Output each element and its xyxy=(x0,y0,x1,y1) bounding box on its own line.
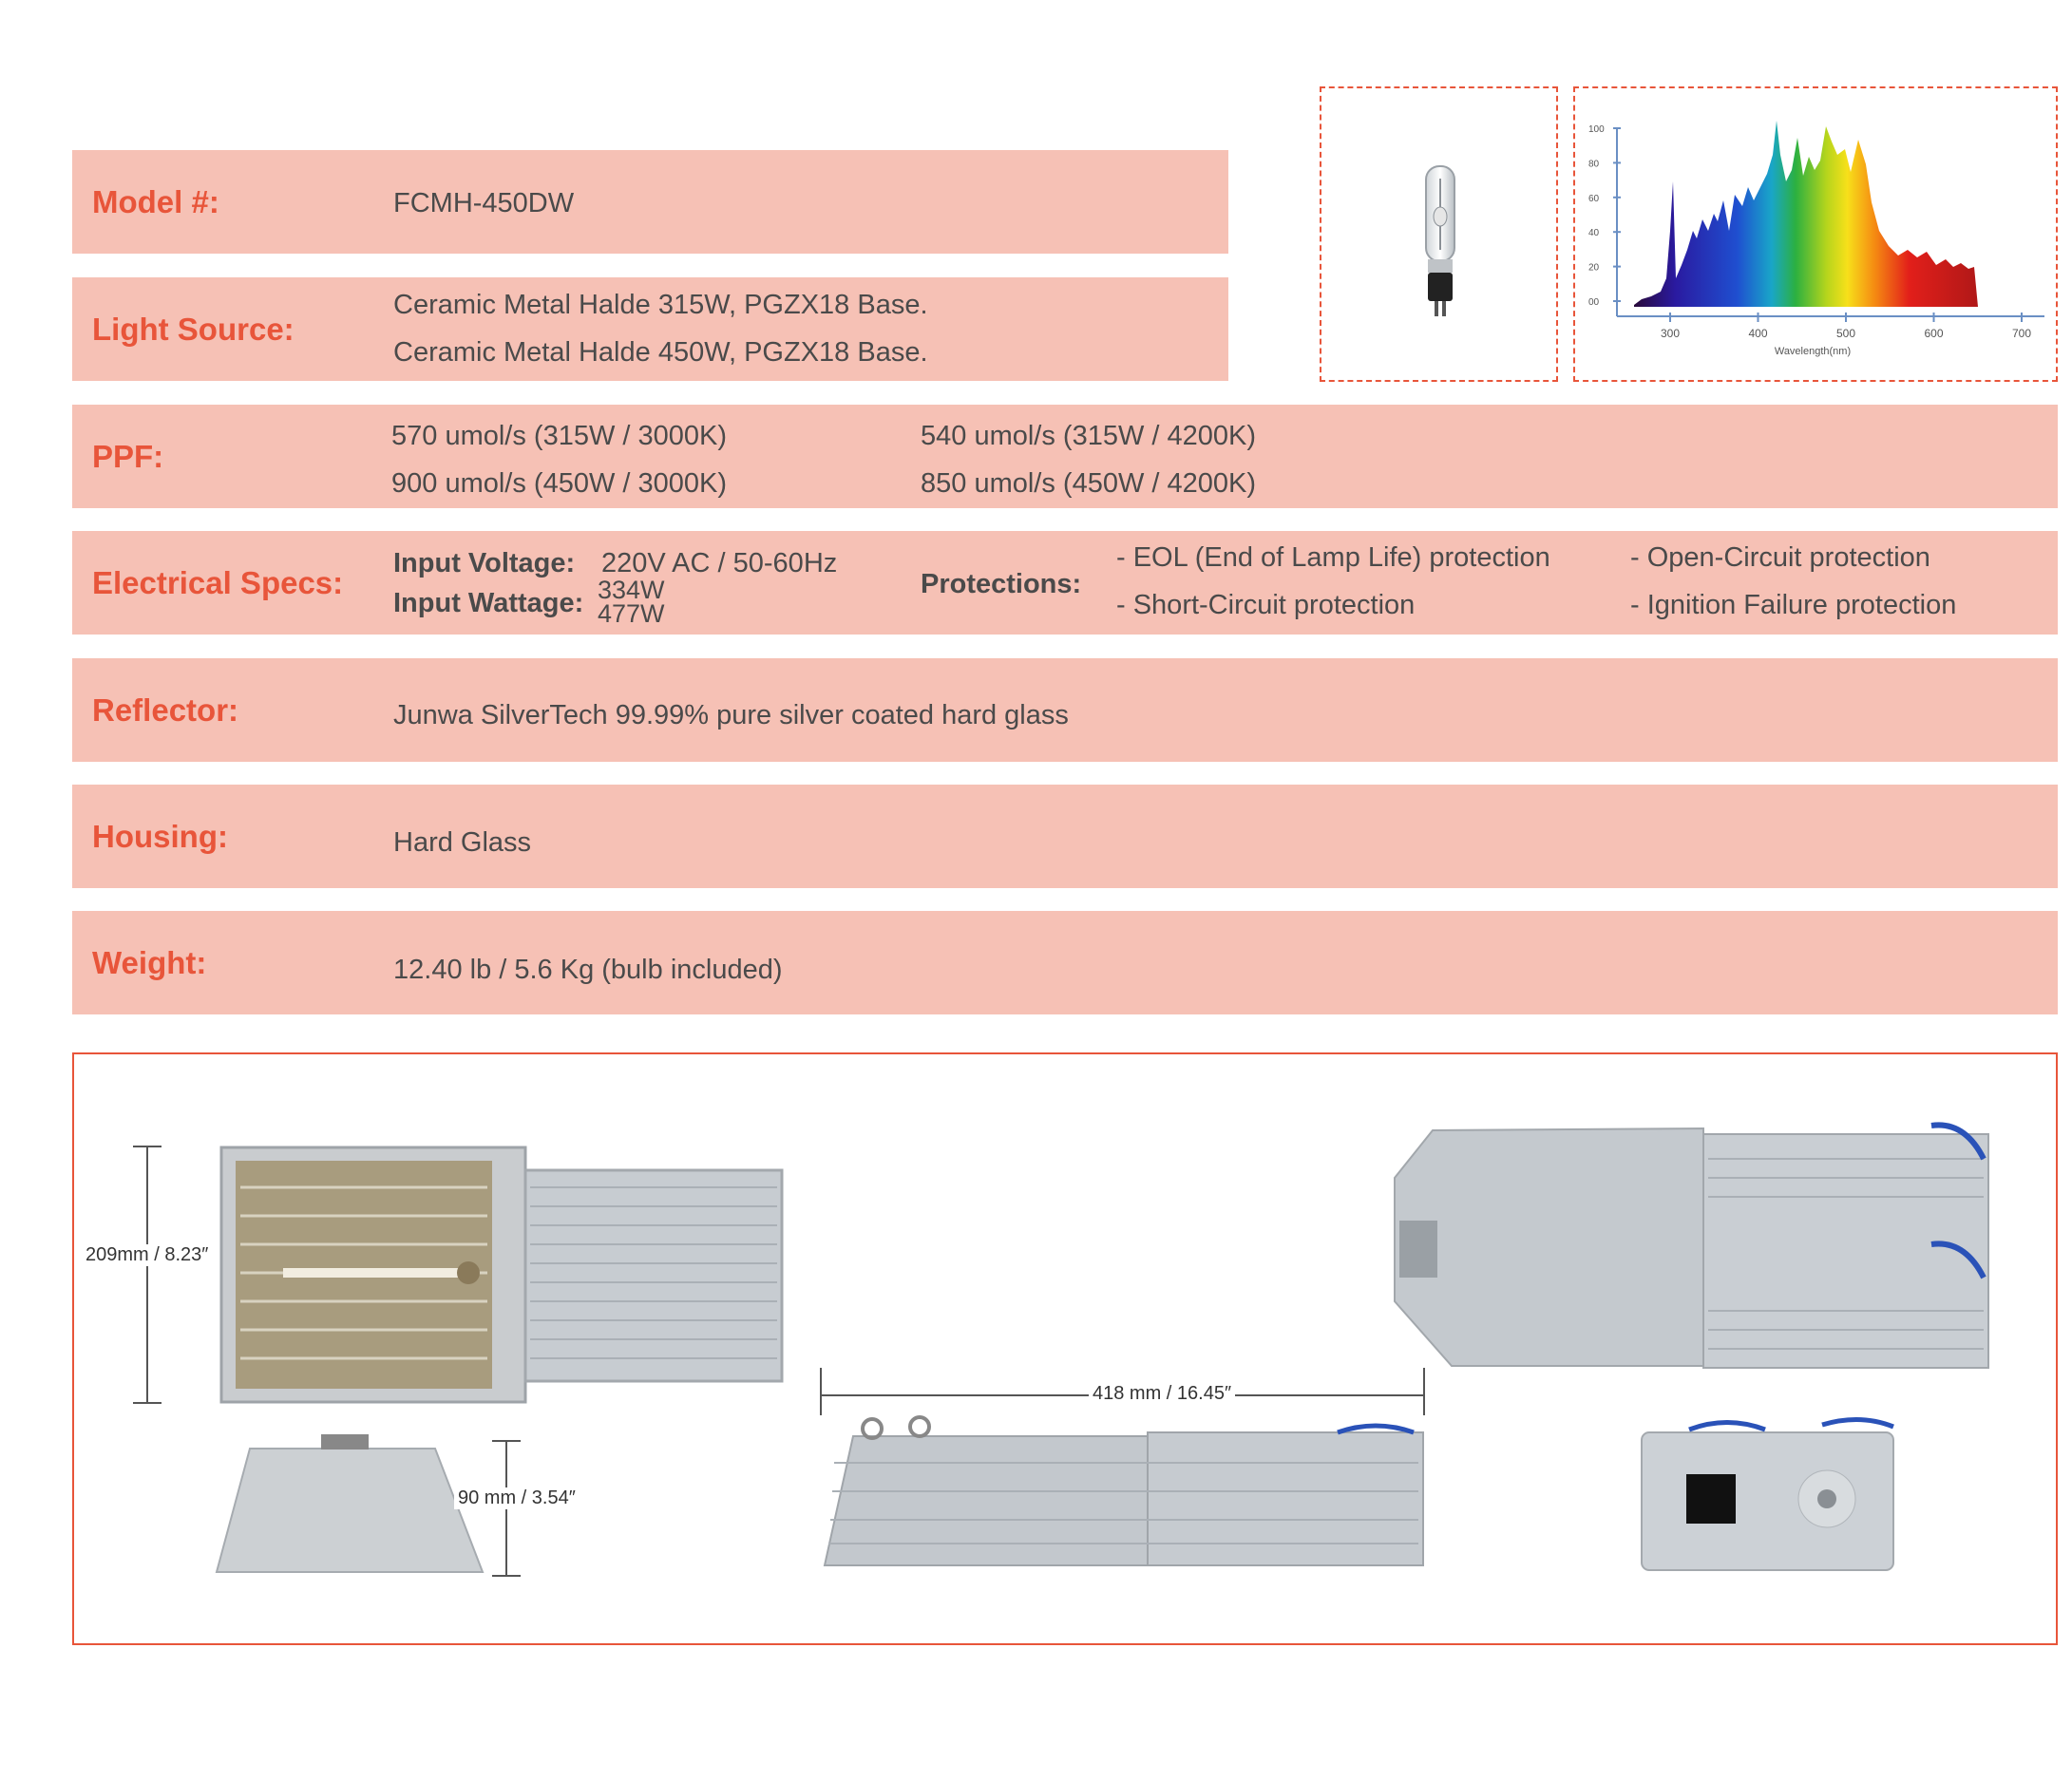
weight-label: Weight: xyxy=(92,944,207,980)
spectrum-chart: 100 80 60 40 20 00 300 400 500 600 700Wavelength(n… xyxy=(1588,121,2044,357)
product-diagram-frame: 209mm / 8.23″ 90 mm / 3.54″ 418 mm / 16.… xyxy=(72,1052,2058,1645)
ppf-value: 570 umol/s (315W / 3000K) xyxy=(391,421,728,451)
bulb-image-box xyxy=(1320,86,1558,382)
front-view-reflector xyxy=(219,1146,784,1404)
x-axis-label: Wavelength(nm) xyxy=(1775,346,1851,357)
protection-item: - Ignition Failure protection xyxy=(1630,590,1957,620)
long-view xyxy=(823,1415,1424,1566)
dim-tick xyxy=(820,1368,822,1415)
height-dim-line xyxy=(146,1146,148,1404)
perspective-view xyxy=(1394,1122,1989,1369)
x-tick-label: 400 xyxy=(1748,327,1767,340)
weight-value: 12.40 lb / 5.6 Kg (bulb included) xyxy=(393,955,783,985)
y-tick-label: 60 xyxy=(1588,194,1600,204)
reflector-label: Reflector: xyxy=(92,692,239,728)
model-label: Model #: xyxy=(92,183,219,219)
electrical-label: Electrical Specs: xyxy=(92,564,344,600)
spec-row-electrical: Electrical Specs: Input Voltage: 220V AC… xyxy=(72,531,2058,635)
spectrum-curve xyxy=(1634,121,1978,307)
x-tick-label: 700 xyxy=(2012,327,2031,340)
y-tick-label: 100 xyxy=(1588,124,1605,135)
y-tick-label: 40 xyxy=(1588,228,1600,238)
ppf-value: 900 umol/s (450W / 3000K) xyxy=(391,468,728,499)
spec-row-ppf: PPF: 570 umol/s (315W / 3000K) 900 umol/… xyxy=(72,405,2058,508)
housing-value: Hard Glass xyxy=(393,827,532,858)
x-tick-label: 500 xyxy=(1836,327,1855,340)
protection-item: - Open-Circuit protection xyxy=(1630,542,1930,573)
x-tick-label: 600 xyxy=(1924,327,1943,340)
protection-item: - Short-Circuit protection xyxy=(1116,590,1416,620)
depth-dimension: 90 mm / 3.54″ xyxy=(454,1487,580,1509)
spec-row-light-source: Light Source: Ceramic Metal Halde 315W, … xyxy=(72,277,1228,381)
input-wattage-value: 334W xyxy=(598,576,665,604)
spec-row-housing: Housing: Hard Glass xyxy=(72,785,2058,888)
spec-row-weight: Weight: 12.40 lb / 5.6 Kg (bulb included… xyxy=(72,911,2058,1014)
ppf-value: 540 umol/s (315W / 4200K) xyxy=(921,421,1257,451)
spec-row-model: Model #: FCMH-450DW xyxy=(72,150,1228,254)
height-dimension: 209mm / 8.23″ xyxy=(82,1244,213,1266)
protections-label: Protections: xyxy=(921,569,1082,599)
product-drawings xyxy=(215,1122,1989,1573)
x-tick-label: 300 xyxy=(1661,327,1680,340)
light-source-line-1: Ceramic Metal Halde 315W, PGZX18 Base. xyxy=(393,290,928,320)
side-view-small xyxy=(215,1434,485,1573)
y-tick-label: 80 xyxy=(1588,159,1600,169)
ppf-value: 850 umol/s (450W / 4200K) xyxy=(921,468,1257,499)
input-voltage-label: Input Voltage: xyxy=(393,548,576,578)
input-wattage-label: Input Wattage: xyxy=(393,588,584,618)
y-tick-label: 00 xyxy=(1588,297,1600,308)
spec-row-reflector: Reflector: Junwa SilverTech 99.99% pure … xyxy=(72,658,2058,762)
model-value: FCMH-450DW xyxy=(393,188,575,218)
reflector-value: Junwa SilverTech 99.99% pure silver coat… xyxy=(393,700,1069,730)
input-voltage-value: 220V AC / 50-60Hz xyxy=(601,548,838,578)
input-wattage-value: 477W xyxy=(598,599,665,628)
y-tick-label: 20 xyxy=(1588,263,1600,274)
light-source-line-2: Ceramic Metal Halde 450W, PGZX18 Base. xyxy=(393,337,928,368)
ppf-label: PPF: xyxy=(92,438,164,474)
dim-tick xyxy=(1423,1368,1425,1415)
length-dimension: 418 mm / 16.45″ xyxy=(1089,1383,1236,1405)
housing-label: Housing: xyxy=(92,818,228,854)
light-source-label: Light Source: xyxy=(92,311,295,347)
protection-item: - EOL (End of Lamp Life) protection xyxy=(1116,542,1550,573)
ballast-end-view xyxy=(1641,1416,1894,1571)
bulb-illustration xyxy=(1425,165,1455,316)
